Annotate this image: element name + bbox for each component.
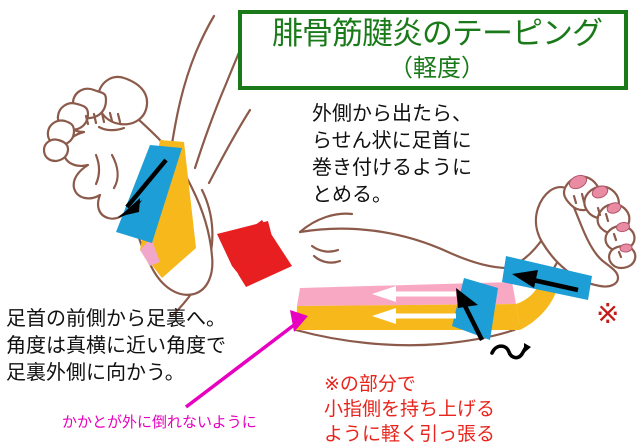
- black-hook-mark: [490, 344, 528, 360]
- title-box: 腓骨筋腱炎のテーピング （軽度）: [238, 10, 628, 90]
- right-black-arrow-ankle: [512, 270, 579, 293]
- left-tape-pink-sliver: [140, 238, 160, 266]
- red-step-arrow: [217, 220, 292, 287]
- note-red-bottom-right: ※の部分で 小指側を持ち上げる ように軽く引っ張る: [324, 373, 496, 445]
- page-title: 腓骨筋腱炎のテーピング: [272, 16, 603, 52]
- note-left-bottom: 足首の前側から足裏へ。 角度は真横に近い角度で 足裏外側に向かう。: [6, 306, 226, 384]
- magenta-pointer-arrow: [184, 310, 308, 409]
- note-top-right: 外側から出たら、 らせん状に足首に 巻き付けるように とめる。: [312, 101, 472, 206]
- left-foot-illustration: [42, 14, 252, 318]
- page-subtitle: （軽度）: [389, 54, 485, 82]
- left-tape-blue: [116, 145, 182, 243]
- right-white-arrows: [372, 286, 456, 324]
- right-tape-blue-diagonal: [452, 278, 498, 340]
- note-magenta-caption: かかとが外に倒れないように: [62, 413, 257, 431]
- kome-mark-icon: ※: [596, 297, 620, 330]
- right-black-arrow-diagonal: [456, 288, 485, 342]
- right-leg-illustration: [294, 174, 637, 360]
- left-black-arrow: [118, 158, 168, 218]
